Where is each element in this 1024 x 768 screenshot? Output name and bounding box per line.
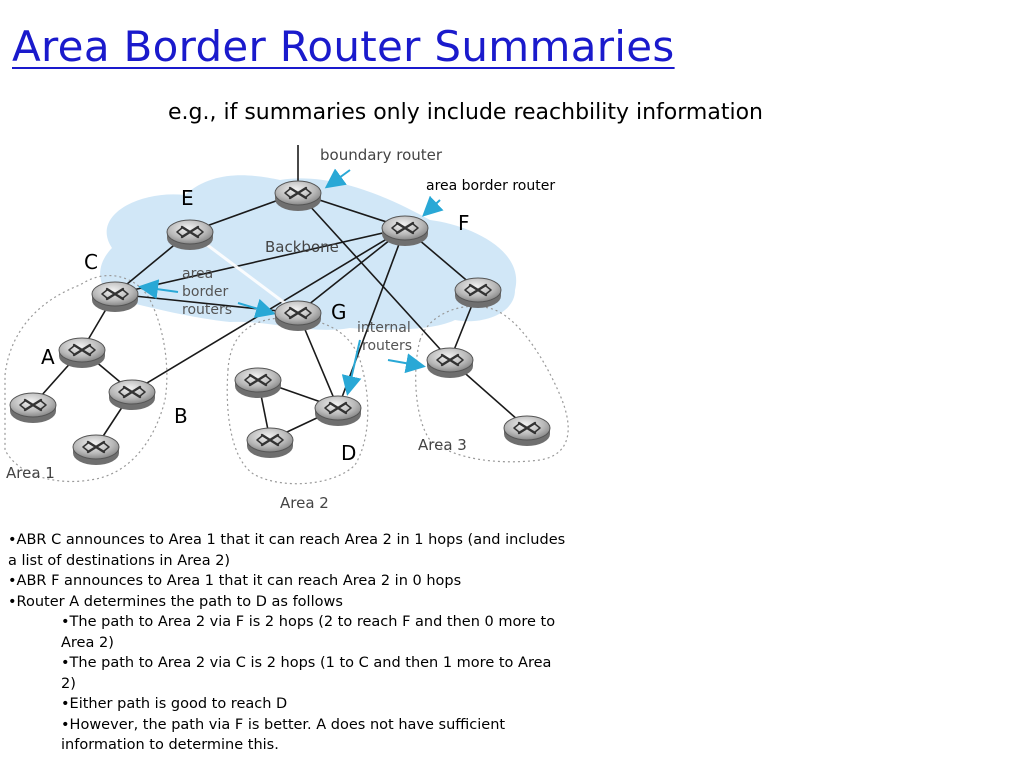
bullet-abr-f: •ABR F announces to Area 1 that it can r… <box>8 573 462 589</box>
internal-routers-line1: internal <box>357 320 411 336</box>
router-backbone-right <box>453 276 503 310</box>
router-boundary <box>273 179 323 213</box>
router-g <box>273 299 323 333</box>
label-f: F <box>458 211 470 235</box>
bullet-router-a: •Router A determines the path to D as fo… <box>8 593 343 610</box>
router-b <box>107 378 157 412</box>
area2-label: Area 2 <box>280 494 329 512</box>
router-area3-right <box>502 414 552 448</box>
sub-bullet-however: •However, the path via F is better. A do… <box>61 716 506 754</box>
network-diagram: boundary router area border router Backb… <box>4 145 569 512</box>
area3-outline <box>415 305 569 463</box>
pointer-arrows <box>138 168 444 396</box>
router-e <box>165 218 215 252</box>
page-title: Area Border Router Summaries <box>12 22 675 71</box>
router-f <box>380 214 430 248</box>
label-g: G <box>331 300 347 324</box>
subtitle: e.g., if summaries only include reachbil… <box>168 100 763 125</box>
boundary-router-label: boundary router <box>320 146 443 164</box>
sub-bullet-either: •Either path is good to reach D <box>61 696 288 712</box>
area-border-router-label: area border router <box>426 178 555 194</box>
label-d: D <box>341 441 356 465</box>
backbone-cloud <box>100 175 517 330</box>
label-b: B <box>174 404 188 428</box>
router-area3-abr <box>425 346 475 380</box>
area3-label: Area 3 <box>418 436 467 454</box>
sub-bullet-via-c: •The path to Area 2 via C is 2 hops (1 t… <box>61 655 552 692</box>
label-a: A <box>41 345 55 369</box>
backbone-label: Backbone <box>265 238 339 256</box>
area1-label: Area 1 <box>6 464 55 482</box>
abr-callout-line3: routers <box>182 302 232 318</box>
router-d <box>313 394 363 428</box>
abr-callout-line1: area <box>182 266 213 282</box>
router-a <box>57 336 107 370</box>
router-area1-bottom <box>71 433 121 467</box>
router-area2-bottom <box>245 426 295 460</box>
router-area2-left <box>233 366 283 400</box>
internal-routers-line2: routers <box>362 338 412 354</box>
abr-callout-line2: border <box>182 284 228 300</box>
explanation-list: •ABR C announces to Area 1 that it can r… <box>8 530 568 756</box>
router-area1-left <box>8 391 58 425</box>
area1-outline <box>4 275 168 483</box>
bullet-abr-c: •ABR C announces to Area 1 that it can r… <box>8 532 566 569</box>
label-c: C <box>84 250 98 274</box>
router-c <box>90 280 140 314</box>
sub-bullet-via-f: •The path to Area 2 via F is 2 hops (2 t… <box>61 614 556 651</box>
label-e: E <box>181 186 194 210</box>
